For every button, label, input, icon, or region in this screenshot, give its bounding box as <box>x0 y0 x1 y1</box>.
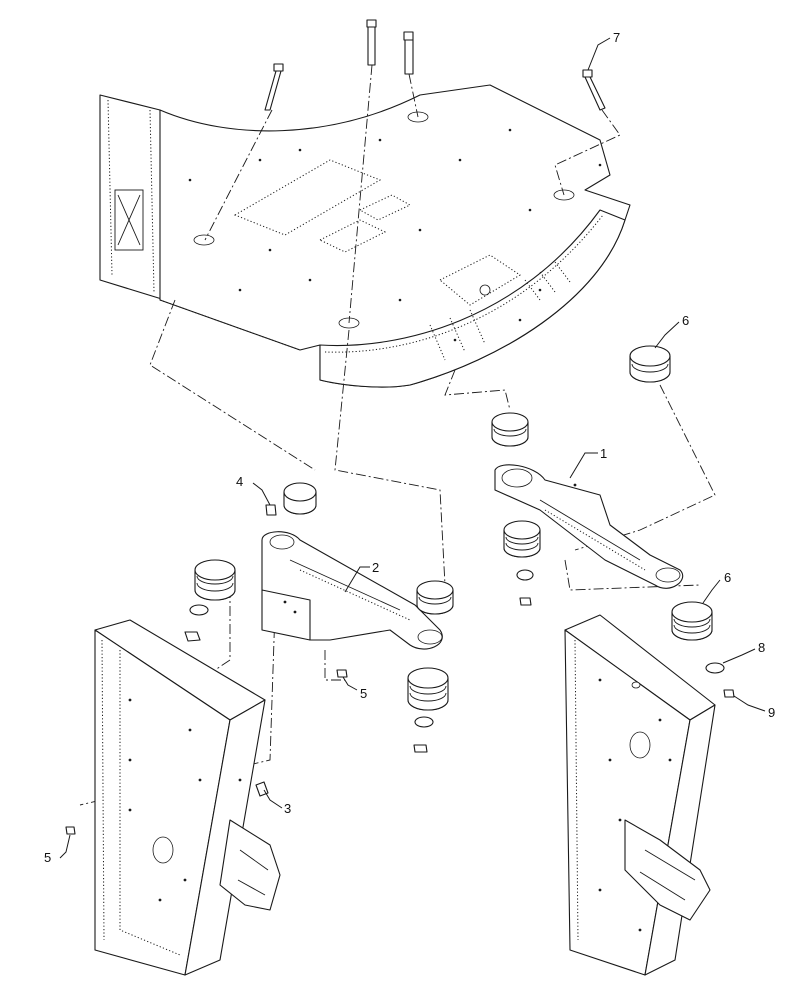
washer-center <box>414 716 434 728</box>
leader-4 <box>252 482 271 506</box>
mount-right-top <box>491 412 529 447</box>
nut-9 <box>723 689 735 698</box>
callout-1: 1 <box>600 446 607 461</box>
side-plate-right <box>564 614 716 976</box>
mount-left-coil <box>194 559 236 601</box>
nut-center <box>413 744 428 753</box>
bracket-2 <box>261 531 443 650</box>
leader-7 <box>587 37 611 71</box>
mount-6-upper <box>629 345 671 383</box>
isolator-mounts <box>65 345 735 835</box>
bolt-4 <box>265 504 277 516</box>
callout-8: 8 <box>758 640 765 655</box>
mount-center-upper <box>416 580 454 615</box>
leader-9 <box>733 695 766 712</box>
callout-5-center: 5 <box>360 686 367 701</box>
leader-1 <box>569 452 598 479</box>
leader-5-center <box>342 676 358 691</box>
bracket-1 <box>494 464 683 589</box>
callout-6-lower: 6 <box>724 570 731 585</box>
leader-6-lower <box>702 579 721 604</box>
callout-4: 4 <box>236 474 243 489</box>
leader-6-upper <box>654 321 680 349</box>
bolt-right <box>582 69 606 111</box>
callout-labels: 1 2 3 4 5 5 6 6 7 8 9 <box>44 30 775 865</box>
mount-6-lower <box>671 601 713 641</box>
deck-platform <box>99 84 631 388</box>
nut-right <box>519 597 532 606</box>
leader-2 <box>344 566 370 593</box>
callout-2: 2 <box>372 560 379 575</box>
nut-5-center <box>336 669 348 678</box>
callout-5-left: 5 <box>44 850 51 865</box>
callout-9: 9 <box>768 705 775 720</box>
side-plate-left <box>94 619 281 976</box>
nut-left <box>184 631 201 642</box>
bolt-center <box>366 19 377 66</box>
mount-right-coil <box>503 520 541 558</box>
leader-lines <box>59 37 766 859</box>
top-bolts <box>264 19 606 111</box>
callout-3: 3 <box>284 801 291 816</box>
bolt-center-right <box>403 31 414 75</box>
mount-left-upper <box>283 482 317 515</box>
washer-left <box>189 604 209 616</box>
mount-center-lower <box>407 667 449 711</box>
leader-3 <box>263 789 283 809</box>
nut-5-left <box>65 826 76 835</box>
callout-6-upper: 6 <box>682 313 689 328</box>
leader-5-left <box>59 834 71 859</box>
leader-8 <box>722 648 756 664</box>
washer-right <box>516 569 534 581</box>
callout-7: 7 <box>613 30 620 45</box>
bolt-left <box>264 63 284 111</box>
washer-8 <box>705 662 725 674</box>
